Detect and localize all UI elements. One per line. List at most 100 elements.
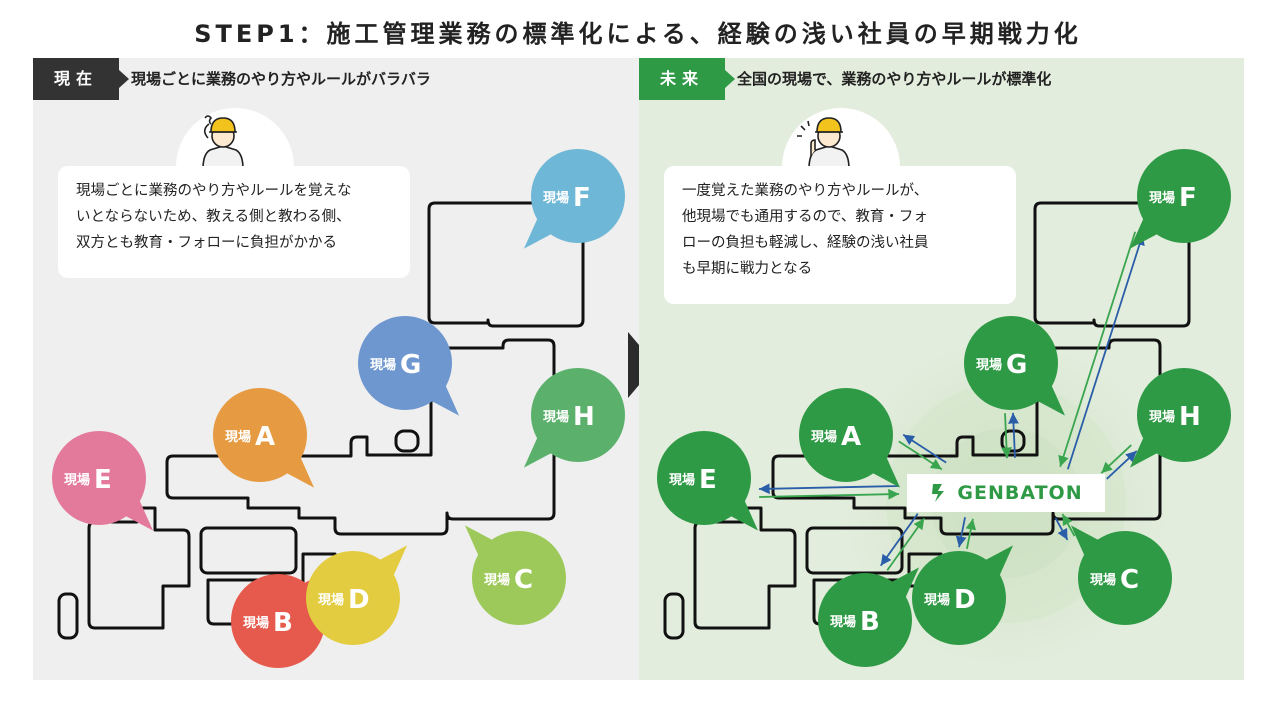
genbaton-logo: GENBATON — [907, 474, 1105, 512]
site-label-prefix: 現場 — [484, 572, 510, 588]
site-bubble-circle — [799, 388, 893, 482]
site-label-letter: E — [699, 465, 717, 495]
site-label-prefix: 現場 — [370, 357, 396, 373]
site-label-prefix: 現場 — [976, 357, 1002, 373]
genbaton-mark-icon — [932, 484, 945, 502]
current-panel: 現在 現場ごとに業務のやり方やルールがバラバラ 現場ごとに業務のやり方やルールを… — [33, 58, 639, 680]
speech-line: 現場ごとに業務のやり方やルールを覚えな — [76, 183, 352, 199]
site-label-prefix: 現場 — [1090, 572, 1116, 588]
site-bubble-circle — [472, 531, 566, 625]
connection-arrow-d — [955, 517, 977, 549]
site-bubble-tail — [984, 545, 1014, 577]
arrow-inbound — [1058, 231, 1137, 468]
arrow-inbound — [965, 518, 977, 549]
site-label-letter: B — [273, 608, 293, 638]
connection-arrow-b — [880, 513, 925, 571]
connection-arrow-h — [1100, 444, 1138, 480]
current-tag: 現在 — [33, 58, 129, 100]
connection-arrow-f — [1058, 231, 1145, 470]
arrow-outbound — [758, 483, 899, 495]
future-tag: 未来 — [639, 58, 735, 100]
arrow-outbound — [880, 513, 919, 567]
arrow-inbound — [1061, 513, 1076, 537]
arrow-outbound — [1066, 233, 1145, 470]
site-label-letter: D — [954, 585, 976, 615]
site-bubble-tail — [1070, 525, 1100, 557]
site-bubble-tail — [285, 456, 315, 488]
speech-line: ローの負担も軽減し、経験の浅い社員 — [682, 235, 929, 251]
site-bubble-circle — [1137, 149, 1231, 243]
site-label-letter: G — [1006, 350, 1027, 380]
site-label-prefix: 現場 — [669, 472, 695, 488]
connection-arrow-g — [1001, 412, 1019, 459]
arrow-inbound — [886, 517, 925, 571]
site-bubble-tail — [430, 384, 460, 416]
site-label-letter: B — [860, 607, 880, 637]
speech-line: 一度覚えた業務のやり方やルールが、 — [682, 183, 929, 199]
arrow-inbound — [1100, 444, 1132, 474]
site-bubble-circle — [531, 368, 625, 462]
site-label-letter: A — [255, 422, 275, 452]
site-bubble-tail — [464, 525, 494, 557]
site-label-prefix: 現場 — [811, 429, 837, 445]
site-label-letter: H — [1179, 402, 1201, 432]
site-bubble-circle — [1078, 531, 1172, 625]
site-label-prefix: 現場 — [225, 429, 251, 445]
logo-text: GENBATON — [957, 482, 1083, 504]
arrow-inbound — [759, 488, 900, 500]
site-label-letter: E — [94, 465, 112, 495]
site-label-prefix: 現場 — [64, 472, 90, 488]
worker-confused-icon — [202, 115, 244, 170]
site-bubble-circle — [306, 551, 400, 645]
site-label-letter: G — [400, 350, 421, 380]
site-bubble-circle — [657, 431, 751, 525]
site-bubble-tail — [523, 436, 553, 468]
site-bubble-tail — [890, 567, 920, 599]
site-bubble-circle — [531, 149, 625, 243]
speech-line: 双方とも教育・フォローに負担がかかる — [76, 235, 337, 251]
site-label-letter: A — [841, 422, 861, 452]
arrow-inbound — [1001, 413, 1012, 459]
arrow-outbound — [1054, 517, 1069, 541]
site-bubble-tail — [124, 499, 154, 531]
site-label-letter: F — [573, 183, 591, 213]
site-bubble-circle — [912, 551, 1006, 645]
connection-arrow-e — [758, 483, 900, 500]
site-label-prefix: 現場 — [924, 592, 950, 608]
site-bubble-tail — [523, 217, 553, 249]
speech-line: も早期に戦力となる — [682, 261, 813, 277]
site-label-letter: C — [1120, 565, 1139, 595]
site-label-letter: F — [1179, 183, 1197, 213]
current-heading: 現場ごとに業務のやり方やルールがバラバラ — [131, 70, 431, 88]
connection-arrows — [758, 231, 1145, 571]
site-label-prefix: 現場 — [830, 614, 856, 630]
site-label-prefix: 現場 — [1149, 409, 1175, 425]
site-label-prefix: 現場 — [1149, 190, 1175, 206]
future-heading: 全国の現場で、業務のやり方やルールが標準化 — [737, 70, 1052, 88]
site-bubble-circle — [964, 316, 1058, 410]
site-label-prefix: 現場 — [543, 409, 569, 425]
site-bubble-tail — [1036, 384, 1066, 416]
site-bubble-circle — [358, 316, 452, 410]
worker-thumbsup-icon — [797, 117, 850, 170]
current-speech-bubble: 現場ごとに業務のやり方やルールを覚えな いとならないため、教える側と教わる側、 … — [58, 166, 410, 278]
site-bubble-circle — [818, 573, 912, 667]
site-bubble-tail — [871, 456, 901, 488]
site-label-letter: D — [348, 585, 370, 615]
arrow-outbound — [955, 517, 967, 548]
speech-line: いとならないため、教える側と教わる側、 — [76, 209, 351, 225]
